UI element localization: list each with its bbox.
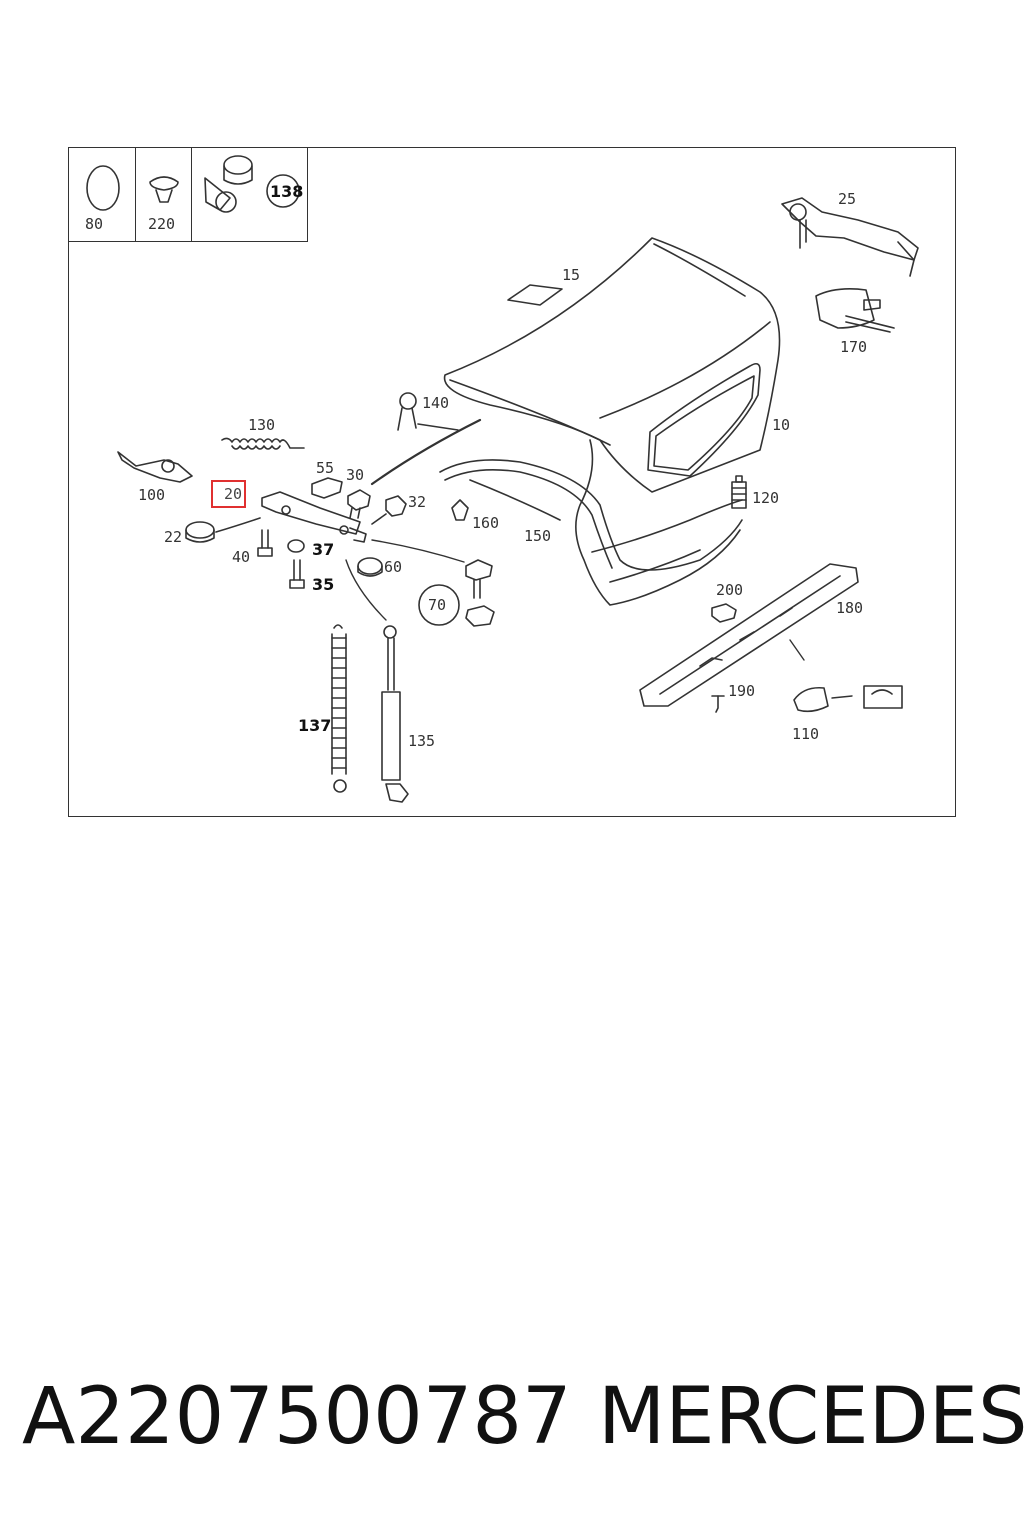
seal-150	[439, 439, 743, 606]
legend-label-220: 220	[148, 215, 176, 233]
part-number: A2207500787	[22, 1372, 572, 1462]
bolt-40	[257, 529, 273, 557]
highlight-box	[211, 480, 246, 508]
diagram-frame	[68, 147, 956, 817]
callout-22: 22	[164, 528, 183, 546]
callout-160: 160	[472, 514, 500, 532]
callout-135: 135	[408, 732, 436, 750]
callout-32: 32	[408, 493, 427, 511]
callout-200: 200	[716, 581, 744, 599]
callout-137: 137	[298, 716, 332, 735]
bolt-35	[289, 559, 305, 589]
callout-150: 150	[524, 527, 552, 545]
clip-160	[451, 499, 469, 521]
callout-110: 110	[792, 725, 820, 743]
latch-100	[117, 451, 193, 483]
bracket-180	[639, 563, 859, 707]
nut-22	[185, 517, 261, 543]
callout-140: 140	[422, 394, 450, 412]
callout-30: 30	[346, 466, 365, 484]
hinge-20	[261, 491, 367, 543]
callout-37: 37	[312, 540, 335, 559]
screw-190	[711, 695, 725, 713]
callout-40: 40	[232, 548, 251, 566]
bolt-32	[371, 495, 407, 525]
spring-130	[221, 437, 305, 450]
clip-220-icon	[149, 176, 179, 203]
legend-cell-220	[136, 147, 192, 242]
callout-10: 10	[772, 416, 791, 434]
bolt-30	[347, 489, 371, 519]
grommet-80-icon	[86, 165, 120, 211]
callout-15: 15	[562, 266, 581, 284]
callout-180: 180	[836, 599, 864, 617]
legend-label-80: 80	[85, 215, 104, 233]
gas-strut-135	[381, 625, 409, 803]
bumper-70	[418, 559, 495, 627]
buffer-120	[731, 475, 747, 509]
callout-190: 190	[728, 682, 756, 700]
brand-name: MERCEDES	[598, 1372, 1024, 1462]
exploded-parts-drawing	[86, 155, 919, 803]
callout-20: 20	[224, 485, 243, 503]
callout-55: 55	[316, 459, 335, 477]
callout-170: 170	[840, 338, 868, 356]
callout-120: 120	[752, 489, 780, 507]
bumper-138-icon	[204, 155, 300, 213]
callout-35: 35	[312, 575, 335, 594]
key-140	[397, 392, 459, 431]
callout-130: 130	[248, 416, 276, 434]
legend-box	[68, 147, 308, 242]
actuator-170	[815, 288, 895, 333]
legend-cell-80	[68, 147, 136, 242]
callout-100: 100	[138, 486, 166, 504]
legend-label-138: 138	[270, 182, 304, 201]
callout-70: 70	[428, 596, 447, 614]
lock-25	[781, 197, 919, 277]
spring-137	[331, 624, 347, 793]
switch-110	[793, 685, 903, 713]
clip-200	[711, 603, 737, 623]
pad-15	[507, 284, 563, 306]
washer-37	[287, 539, 305, 553]
trunk-lid-10	[443, 237, 781, 493]
callout-25: 25	[838, 190, 857, 208]
nut-60	[357, 557, 383, 577]
callout-60: 60	[384, 558, 403, 576]
pad-55	[311, 477, 343, 499]
